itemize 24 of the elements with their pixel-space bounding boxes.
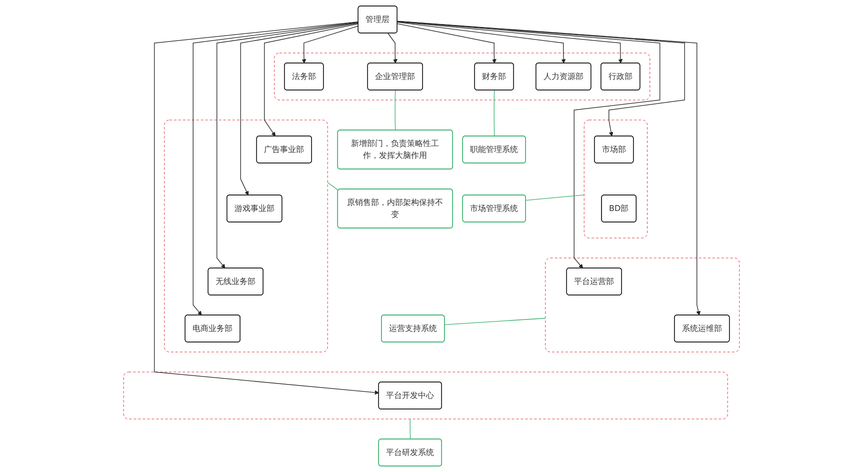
cluster — [545, 258, 740, 352]
connector — [327, 182, 339, 191]
connector — [394, 90, 396, 131]
cluster — [123, 372, 728, 420]
connector — [410, 418, 411, 440]
arrow — [264, 23, 359, 136]
arrow — [397, 20, 700, 316]
cluster — [274, 52, 650, 100]
arrow — [397, 20, 685, 136]
connector — [494, 90, 495, 137]
arrow — [397, 23, 496, 64]
connector — [526, 194, 584, 201]
cluster — [164, 120, 328, 352]
arrow — [192, 22, 359, 316]
arrow — [397, 21, 660, 268]
cluster — [584, 120, 648, 238]
arrow — [397, 22, 566, 64]
connector — [444, 318, 546, 325]
arrow — [216, 22, 359, 268]
arrow — [302, 26, 359, 64]
arrow — [388, 32, 398, 64]
arrow — [240, 22, 359, 196]
arrow — [154, 21, 380, 395]
arrow — [397, 21, 623, 64]
